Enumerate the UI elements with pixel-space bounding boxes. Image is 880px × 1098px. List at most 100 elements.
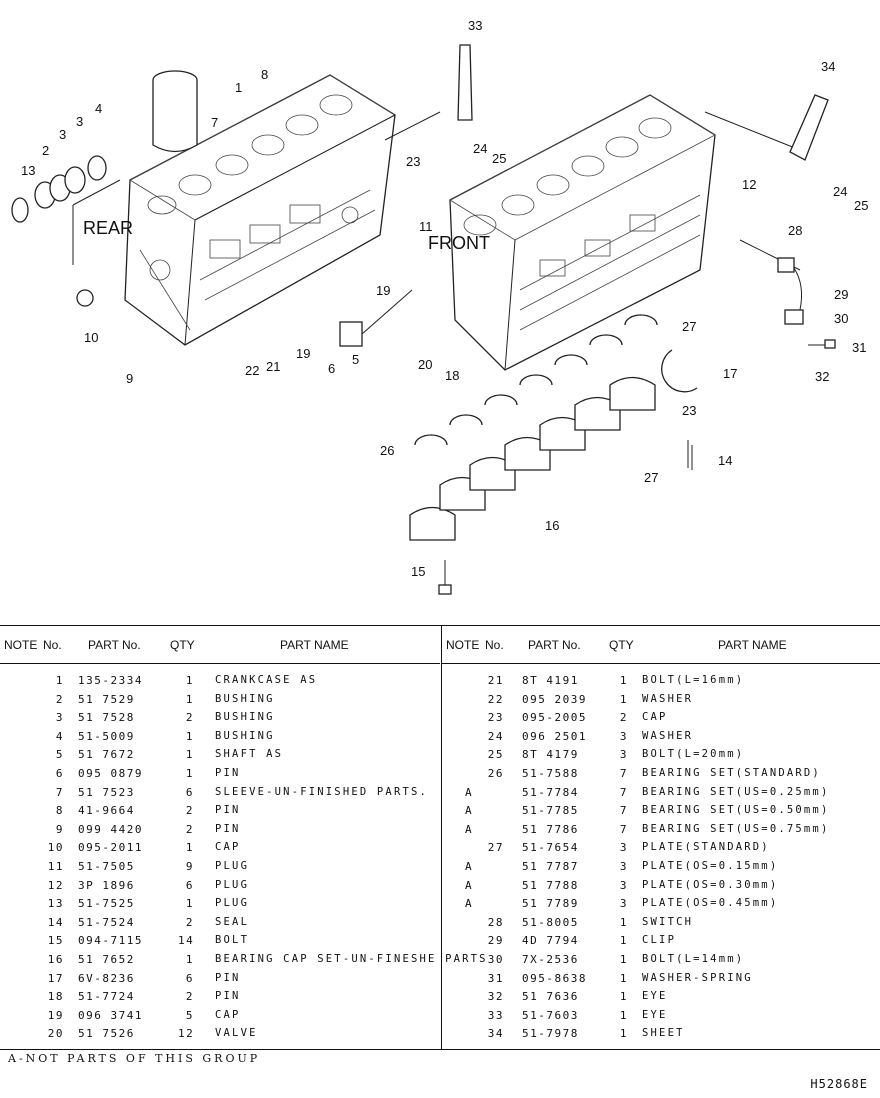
bolt-15 (438, 560, 452, 595)
part-number-cell: 095 2039 (522, 692, 587, 706)
note-cell: A (464, 785, 474, 799)
callout-1: 1 (235, 80, 242, 95)
qty-cell: 7 (619, 766, 628, 780)
qty-cell: 3 (619, 897, 628, 911)
bearing-set (414, 314, 658, 446)
qty-cell: 1 (185, 748, 194, 762)
part-number-cell: 51-7785 (522, 804, 579, 818)
item-number-cell: 31 (487, 971, 504, 985)
bushing-parts (11, 155, 107, 307)
sleeve-part (152, 70, 198, 153)
callout-12: 12 (742, 177, 756, 192)
item-number-cell: 4 (55, 729, 64, 743)
exploded-view-diagram: 1233456789101112131415161718191920212223… (11, 18, 868, 595)
qty-cell: 3 (619, 859, 628, 873)
qty-cell: 6 (185, 785, 194, 799)
header-note: NOTE (446, 638, 480, 652)
part-name-cell: BEARING CAP SET-UN-FINESHE PARTS (215, 952, 488, 965)
qty-cell: 1 (619, 692, 628, 706)
part-number-cell: 51-7654 (522, 841, 579, 855)
callout-23: 23 (682, 403, 696, 418)
qty-cell: 5 (185, 1008, 194, 1022)
qty-cell: 1 (619, 952, 628, 966)
part-name-cell: BOLT (215, 934, 250, 947)
eye-bracket-32 (457, 44, 473, 121)
part-number-cell: 51-7978 (522, 1027, 579, 1041)
part-name-cell: EYE (642, 1008, 668, 1021)
part-name-cell: PIN (215, 971, 241, 984)
part-name-cell: PIN (215, 804, 241, 817)
front-label: FRONT (428, 233, 490, 253)
header-note: NOTE (4, 638, 38, 652)
rear-label: REAR (83, 218, 133, 238)
item-number-cell: 11 (47, 859, 64, 873)
qty-cell: 3 (619, 729, 628, 743)
qty-cell: 14 (178, 934, 195, 948)
callout-25: 25 (492, 151, 506, 166)
item-number-cell: 6 (55, 766, 64, 780)
drawing-code: H52868E (810, 1077, 868, 1091)
qty-cell: 6 (185, 971, 194, 985)
part-name-cell: BEARING SET(US=0.25mm) (642, 785, 830, 798)
callout-3: 3 (59, 127, 66, 142)
shaft-part (339, 289, 413, 347)
part-number-cell: 51 7786 (522, 822, 579, 836)
part-number-cell: 8T 4191 (522, 674, 579, 687)
item-number-cell: 3 (55, 711, 64, 725)
bearing-cap-set (409, 376, 656, 541)
bolt-30 (808, 339, 836, 349)
part-name-cell: PIN (215, 822, 241, 835)
part-number-cell: 096 2501 (522, 729, 587, 743)
part-number-cell: 51-7505 (78, 859, 135, 873)
item-number-cell: 8 (55, 804, 64, 818)
qty-cell: 12 (178, 1027, 195, 1041)
part-number-cell: 094-7115 (78, 934, 143, 948)
item-number-cell: 28 (487, 915, 504, 929)
part-number-cell: 7X-2536 (522, 952, 579, 966)
thrust-plate (661, 349, 698, 393)
switch-assembly (777, 257, 804, 325)
header-qty: QTY (609, 638, 634, 652)
item-number-cell: 2 (55, 692, 64, 706)
qty-cell: 2 (185, 990, 194, 1004)
part-name-cell: VALVE (215, 1027, 258, 1040)
part-name-cell: BEARING SET(STANDARD) (642, 766, 821, 779)
item-number-cell: 29 (487, 934, 504, 948)
part-name-cell: WASHER (642, 729, 694, 742)
header-no: No. (485, 638, 504, 652)
part-number-cell: 51-7588 (522, 766, 579, 780)
qty-cell: 1 (185, 841, 194, 855)
item-number-cell: 25 (487, 748, 504, 762)
eye-bracket-33 (789, 94, 829, 161)
part-name-cell: BUSHING (215, 711, 275, 724)
part-name-cell: PIN (215, 990, 241, 1003)
item-number-cell: 13 (47, 897, 64, 911)
callout-34: 34 (821, 59, 835, 74)
seal-14 (687, 440, 693, 470)
qty-cell: 1 (185, 952, 194, 966)
part-name-cell: SLEEVE-UN-FINISHED PARTS. (215, 785, 429, 798)
item-number-cell: 21 (487, 674, 504, 687)
footnote: A-NOT PARTS OF THIS GROUP (8, 1052, 261, 1065)
qty-cell: 1 (619, 971, 628, 985)
part-number-cell: 51 7787 (522, 859, 579, 873)
callout-33: 33 (468, 18, 482, 33)
callout-3: 3 (76, 114, 83, 129)
part-number-cell: 135-2334 (78, 674, 143, 687)
qty-cell: 3 (619, 878, 628, 892)
header-part-name: PART NAME (718, 638, 787, 652)
